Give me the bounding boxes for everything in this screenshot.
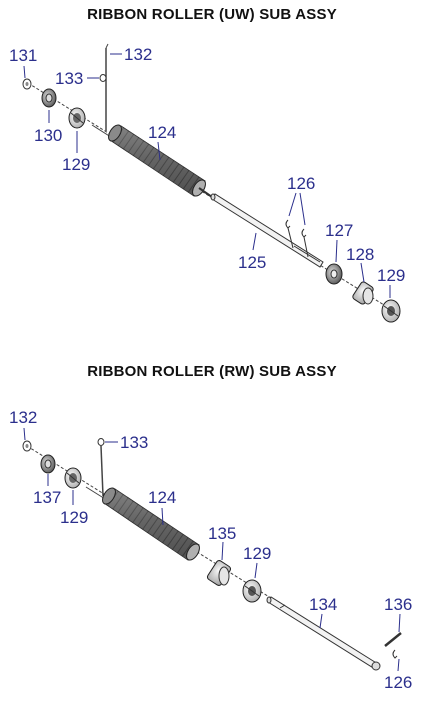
- bottom-part-133-pin: [97, 438, 105, 497]
- bottom-leader-126: [397, 658, 400, 672]
- top-callout-127: 127: [325, 221, 353, 240]
- bottom-part-126-clip: [392, 649, 398, 659]
- bottom-callout-129b: 129: [243, 544, 271, 563]
- top-part-125-shaft: [210, 193, 324, 268]
- top-part-130-bearing: [41, 88, 57, 108]
- bottom-callout-136: 136: [384, 595, 412, 614]
- top-part-126-clips: [285, 219, 309, 258]
- top-leader-128: [360, 262, 365, 283]
- bottom-assembly-title: RIBBON ROLLER (RW) SUB ASSY: [87, 363, 337, 380]
- top-callout-130: 130: [34, 126, 62, 145]
- bottom-part-132-ring: [22, 440, 32, 452]
- bottom-part-136-pin: [384, 632, 402, 647]
- bottom-leader-134: [319, 613, 323, 629]
- top-leader-126a: [288, 192, 297, 217]
- top-leader-125: [252, 232, 257, 251]
- bottom-callout-134: 134: [309, 595, 337, 614]
- top-callout-129a: 129: [62, 155, 90, 174]
- top-leader-131: [23, 65, 26, 79]
- bottom-callout-135: 135: [208, 524, 236, 543]
- top-callout-132: 132: [124, 45, 152, 64]
- bottom-leader-136: [398, 613, 401, 633]
- bottom-part-134-shaft: [266, 596, 381, 671]
- top-callout-131: 131: [9, 46, 37, 65]
- bottom-callout-126: 126: [384, 673, 412, 692]
- bottom-part-129b-gear: [242, 579, 262, 603]
- top-callout-129b: 129: [377, 266, 405, 285]
- top-part-124-roller: [108, 124, 213, 198]
- bottom-assembly: RIBBON ROLLER (RW) SUB ASSY: [9, 363, 412, 692]
- top-assembly-title: RIBBON ROLLER (UW) SUB ASSY: [87, 6, 337, 23]
- bottom-callout-133: 133: [120, 433, 148, 452]
- top-leader-126b: [299, 192, 306, 226]
- top-leader-127: [335, 239, 338, 263]
- bottom-part-137-bearing: [40, 454, 56, 474]
- top-part-133-clip: [99, 74, 107, 82]
- top-assembly: RIBBON ROLLER (UW) SUB ASSY: [9, 6, 405, 323]
- top-callout-133: 133: [55, 69, 83, 88]
- top-part-127-bearing: [325, 263, 343, 285]
- top-part-129-gear: [68, 107, 86, 129]
- top-callout-126: 126: [287, 174, 315, 193]
- bottom-leader-129b: [254, 562, 258, 579]
- top-part-129b-gear: [381, 299, 401, 323]
- bottom-callout-137: 137: [33, 488, 61, 507]
- bottom-leader-124: [161, 507, 164, 526]
- top-leader-124: [157, 141, 161, 161]
- bottom-part-135-bushing: [206, 560, 232, 586]
- bottom-callout-129a: 129: [60, 508, 88, 527]
- bottom-part-129a-gear: [64, 467, 82, 489]
- top-part-132-pin: [105, 43, 109, 131]
- bottom-leader-135: [221, 541, 224, 561]
- bottom-callout-124: 124: [148, 488, 176, 507]
- top-callout-128: 128: [346, 245, 374, 264]
- bottom-part-124-roller: [102, 487, 200, 561]
- top-callout-125: 125: [238, 253, 266, 272]
- bottom-leader-132: [23, 427, 26, 441]
- top-callout-124: 124: [148, 123, 176, 142]
- top-part-128-bushing: [352, 281, 374, 305]
- top-part-131-ring: [22, 78, 32, 90]
- bottom-callout-132: 132: [9, 408, 37, 427]
